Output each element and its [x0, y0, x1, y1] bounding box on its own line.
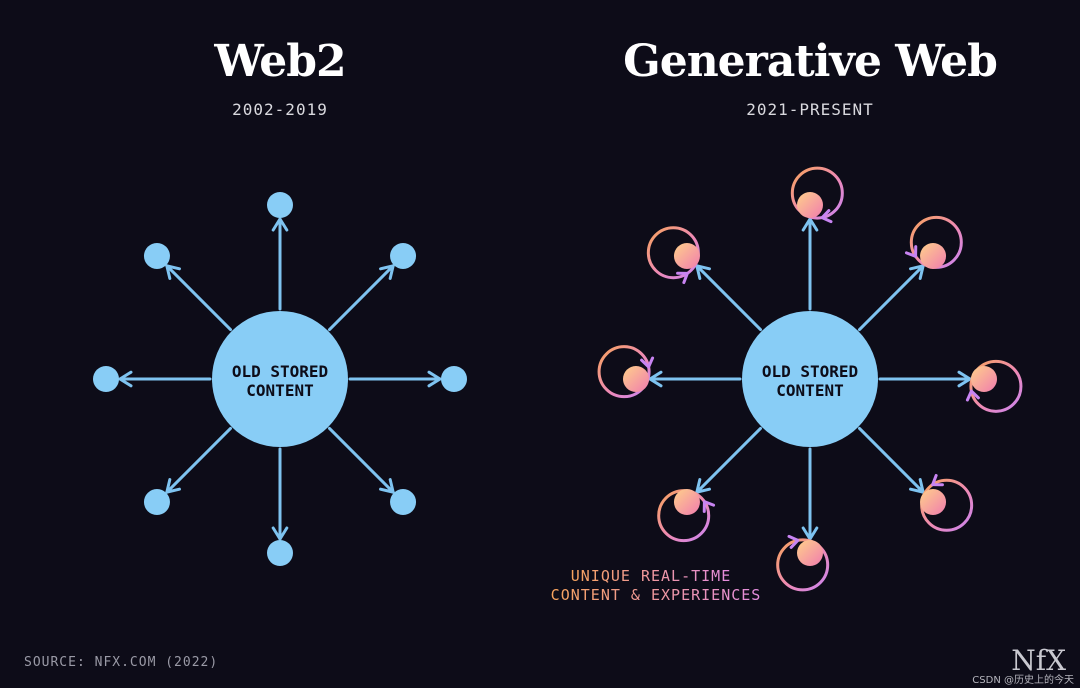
regenerating-node-top-right [904, 215, 963, 269]
regenerating-node-top [790, 166, 844, 224]
arrow-bottom-right [327, 426, 395, 494]
content-node-right [441, 366, 467, 392]
panel-years: 2002-2019 [232, 100, 328, 119]
spoke-arrows [118, 217, 442, 541]
regenerating-node-bottom-left [657, 489, 716, 543]
regenerating-node-bottom [776, 534, 830, 592]
hub-label-line2: CONTENT [246, 381, 313, 400]
content-nodes [93, 192, 467, 566]
hub-label-line1: OLD STORED [762, 362, 858, 381]
content-node-left [93, 366, 119, 392]
regenerating-node-bottom-right [920, 473, 974, 532]
arrow-bottom-left [165, 426, 233, 494]
arrow-left [118, 370, 212, 388]
content-node-top [267, 192, 293, 218]
hub-label-line1: OLD STORED [232, 362, 328, 381]
csdn-watermark: CSDN @历史上的今天 [972, 673, 1074, 686]
hub-circle [212, 311, 348, 447]
arrow-bottom-left [695, 426, 763, 494]
panel-title: Web2 [213, 36, 345, 87]
arrow-top [271, 217, 289, 311]
caption-line2: CONTENT & EXPERIENCES [551, 586, 762, 604]
panel-web2: Web2 2002-2019 OLD STORED CONTENT [93, 36, 467, 566]
content-node-top-right [390, 242, 417, 269]
source-note: SOURCE: NFX.COM (2022) [24, 655, 218, 670]
arrow-bottom [801, 447, 819, 541]
caption-line1: UNIQUE REAL-TIME [571, 567, 732, 585]
panel-title: Generative Web [623, 36, 997, 87]
content-node-top-left [143, 242, 170, 269]
arrow-right [348, 370, 442, 388]
arrow-top-right [327, 264, 395, 332]
content-node-bottom [267, 540, 293, 566]
arrow-top [801, 217, 819, 311]
arrow-left [648, 370, 742, 388]
hub-node: OLD STORED CONTENT [212, 311, 348, 447]
regenerating-nodes [597, 166, 1023, 592]
nfx-logo: NfX [1011, 644, 1066, 677]
panel-years: 2021-PRESENT [746, 100, 874, 119]
arrow-bottom [271, 447, 289, 541]
regenerating-node-right [965, 359, 1023, 413]
hub-node: OLD STORED CONTENT [742, 311, 878, 447]
spoke-arrows [648, 217, 972, 541]
regenerating-node-top-left [646, 226, 700, 285]
content-node-bottom-right [390, 489, 417, 516]
regenerating-node-left [597, 345, 655, 399]
arrow-bottom-right [857, 426, 925, 494]
arrow-top-right [857, 264, 925, 332]
arrow-top-left [695, 264, 763, 332]
panel-generative-web: Generative Web 2021-PRESENT OLD STORED C… [551, 36, 1023, 604]
content-node-bottom-left [143, 489, 170, 516]
hub-circle [742, 311, 878, 447]
arrow-top-left [165, 264, 233, 332]
hub-label-line2: CONTENT [776, 381, 843, 400]
arrow-right [878, 370, 972, 388]
